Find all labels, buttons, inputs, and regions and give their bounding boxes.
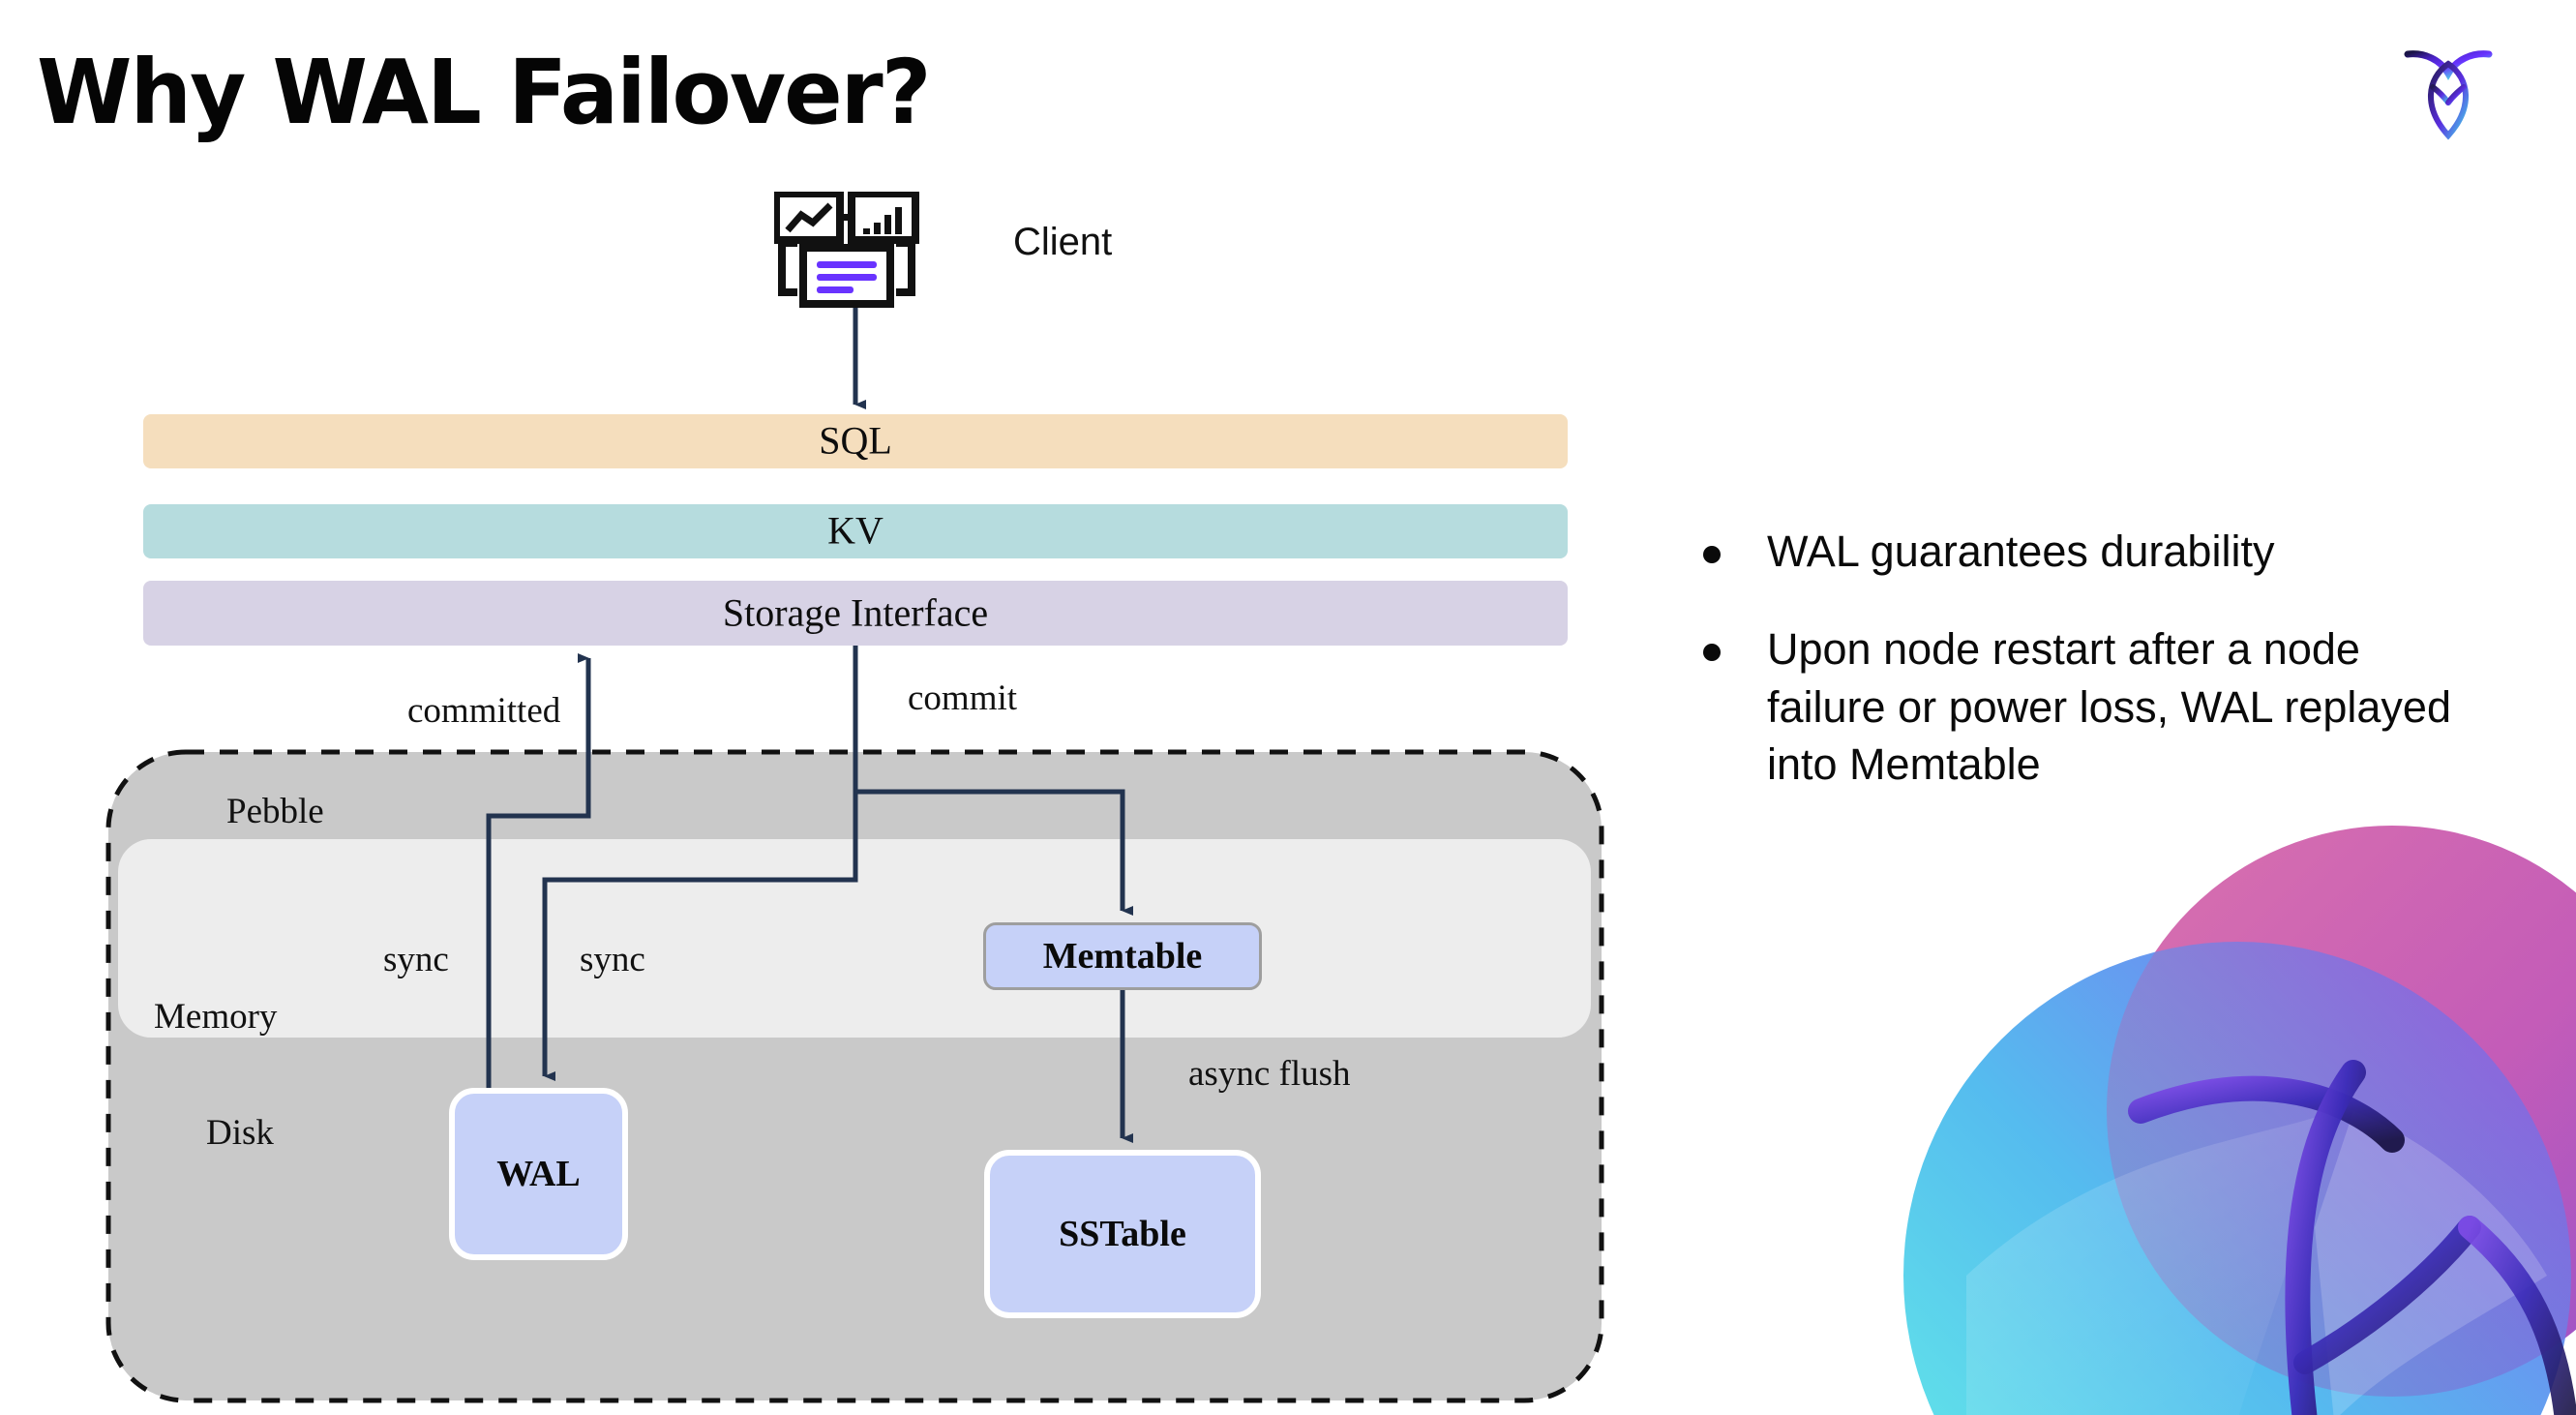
cockroachdb-logo: [2404, 35, 2493, 141]
node-sstable-label: SSTable: [1059, 1214, 1186, 1254]
decorative-logo-watermark: [1850, 821, 2576, 1415]
node-memtable[interactable]: Memtable: [983, 922, 1262, 990]
edge-sync-to-wal: [542, 646, 858, 1081]
edge-label-commit: commit: [908, 678, 1018, 718]
bullet-text: WAL guarantees durability: [1767, 527, 2275, 576]
edge-label-sync-1: sync: [383, 940, 449, 979]
edge-label-sync-2: sync: [580, 940, 645, 979]
bullet-dot-icon: [1703, 644, 1721, 662]
layer-bar-kv-label: KV: [827, 508, 884, 553]
list-item: WAL guarantees durability: [1703, 523, 2506, 580]
edge-label-async-flush: async flush: [1188, 1054, 1351, 1094]
container-label-pebble: Pebble: [226, 792, 324, 831]
list-item: Upon node restart after a node failure o…: [1703, 620, 2506, 793]
architecture-diagram: Client SQL KV Storage Interface committe…: [105, 190, 1604, 1403]
node-sstable[interactable]: SSTable: [984, 1150, 1261, 1318]
layer-bar-sql-label: SQL: [819, 418, 892, 463]
layer-bar-kv[interactable]: KV: [143, 504, 1568, 558]
node-wal[interactable]: WAL: [449, 1088, 628, 1260]
bullet-dot-icon: [1703, 546, 1721, 563]
layer-bar-sql[interactable]: SQL: [143, 414, 1568, 468]
container-label-disk: Disk: [206, 1113, 274, 1153]
container-label-memory: Memory: [154, 997, 278, 1037]
page-title: Why WAL Failover?: [37, 41, 932, 144]
bullet-list: WAL guarantees durability Upon node rest…: [1703, 523, 2506, 834]
layer-bar-storage-interface[interactable]: Storage Interface: [143, 581, 1568, 646]
node-memtable-label: Memtable: [1042, 936, 1203, 977]
client-label: Client: [1013, 221, 1113, 263]
client-dashboard-icon: [772, 190, 929, 308]
edge-committed: [486, 653, 591, 1088]
layer-bar-storage-interface-label: Storage Interface: [722, 590, 989, 635]
bullet-text: Upon node restart after a node failure o…: [1767, 624, 2451, 790]
edge-label-committed: committed: [407, 691, 561, 731]
node-wal-label: WAL: [496, 1154, 581, 1194]
